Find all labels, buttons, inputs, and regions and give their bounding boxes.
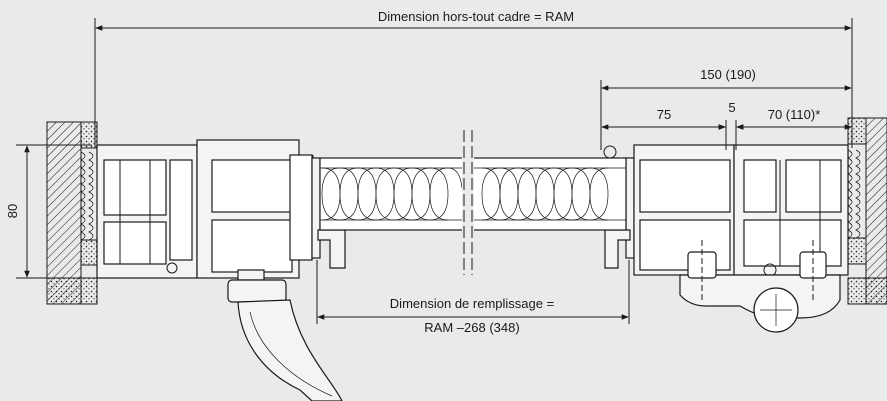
overall-dimension-label: Dimension hors-tout cadre = RAM [378, 9, 574, 24]
overall-dimension-line [94, 18, 853, 148]
handle [237, 299, 343, 401]
right-frame-profile [733, 144, 849, 277]
fill-dimension-label-line2: RAM –268 (348) [424, 320, 519, 335]
fill-dimension-label-line1: Dimension de remplissage = [390, 296, 554, 311]
left-wall [46, 121, 98, 305]
right-wall [847, 117, 887, 305]
left-sash-profile [196, 139, 314, 279]
dimension-150-line [600, 80, 852, 150]
fill-dimension-line [316, 260, 630, 324]
infill-panel [319, 130, 627, 275]
hinge [679, 240, 841, 333]
dimension-5-label: 5 [728, 100, 735, 115]
dimension-75-label: 75 [657, 107, 671, 122]
dimension-70-label: 70 (110)* [768, 107, 821, 122]
dimension-80-line [16, 144, 92, 279]
dimension-75-5-70-line [601, 120, 852, 150]
dimension-80-label: 80 [5, 204, 20, 218]
left-frame-profile [96, 144, 210, 279]
dimension-150-label: 150 (190) [700, 67, 756, 82]
